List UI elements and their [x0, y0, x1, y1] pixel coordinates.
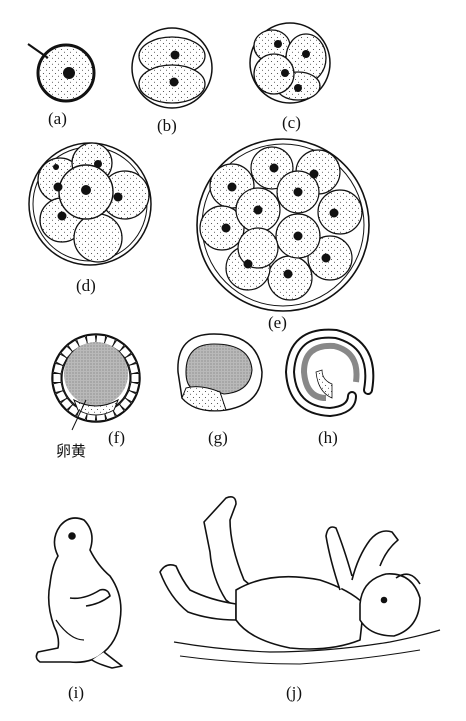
stage-c-four-cell [249, 22, 331, 104]
label-i: (i) [68, 683, 84, 702]
stage-d-eight-cell [28, 142, 152, 266]
label-e: (e) [268, 313, 287, 332]
label-j: (j) [286, 683, 302, 702]
stage-j-baby [159, 496, 441, 665]
label-h: (h) [318, 428, 338, 447]
label-b: (b) [157, 116, 177, 135]
stage-a-zygote [27, 43, 96, 103]
blastula-cell [130, 373, 140, 383]
stage-e-morula [196, 138, 370, 312]
stage-b-two-cell [131, 27, 213, 109]
stage-i-fetus [35, 517, 123, 669]
label-a: (a) [48, 109, 67, 128]
yolk-pointer-line [71, 399, 87, 431]
stage-g-gastrula [177, 333, 263, 412]
yolk-annotation: 卵黄 [56, 442, 86, 460]
blastula-cell [52, 381, 64, 394]
blastula-cell [52, 373, 62, 383]
blastula-cell [128, 362, 140, 375]
label-g: (g) [208, 428, 228, 447]
stage-h-gastrula-late [284, 328, 375, 418]
label-f: (f) [108, 428, 125, 447]
label-c: (c) [282, 113, 301, 132]
label-d: (d) [76, 276, 96, 295]
stage-f-blastula [51, 333, 141, 423]
